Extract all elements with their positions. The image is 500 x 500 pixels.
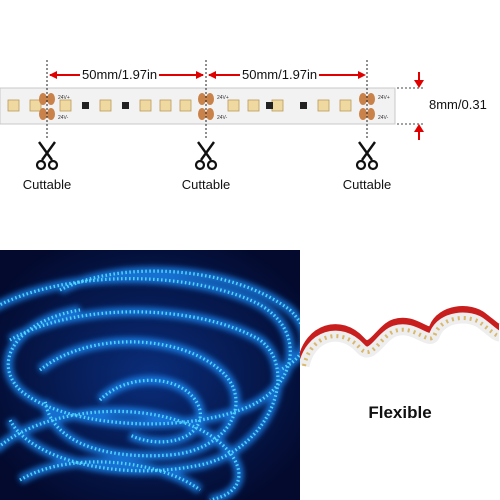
led-coil-strip xyxy=(0,409,241,500)
segment-length-left: 50mm/1.97in xyxy=(80,67,160,82)
scissors-icon xyxy=(194,141,218,171)
resistor xyxy=(266,102,273,109)
led-chip xyxy=(247,99,260,112)
blue-led-coil-image xyxy=(0,250,300,500)
led-chip xyxy=(227,99,240,112)
led-chip xyxy=(59,99,72,112)
pad-label-positive: 24V+ xyxy=(58,95,70,101)
pad-label-positive: 24V+ xyxy=(217,95,229,101)
resistor xyxy=(122,102,129,109)
resistor xyxy=(82,102,89,109)
led-chip xyxy=(7,99,20,112)
copper-pad xyxy=(367,108,375,120)
copper-pad xyxy=(359,93,367,105)
led-coil-strip xyxy=(39,340,238,458)
led-coil-glow xyxy=(57,266,300,375)
led-chip xyxy=(29,99,42,112)
pad-label-negative: 24V- xyxy=(378,115,389,121)
led-coil-strip xyxy=(98,378,202,444)
led-coil-glow xyxy=(0,274,295,429)
pad-label-negative: 24V- xyxy=(58,115,69,121)
led-chip xyxy=(139,99,152,112)
pad-label-positive: 24V+ xyxy=(378,95,390,101)
flexible-panel: Flexible xyxy=(300,250,500,500)
pad-label-negative: 24V- xyxy=(217,115,228,121)
width-dimension xyxy=(397,72,425,140)
cuttable-label-3: Cuttable xyxy=(342,177,392,192)
led-chip xyxy=(317,99,330,112)
led-chip xyxy=(271,99,284,112)
resistor xyxy=(300,102,307,109)
copper-pad xyxy=(39,93,47,105)
copper-pad xyxy=(206,108,214,120)
copper-pad xyxy=(198,108,206,120)
copper-pad xyxy=(359,108,367,120)
scissors-icon xyxy=(35,141,59,171)
copper-pad xyxy=(47,93,55,105)
flexible-strip-image xyxy=(300,306,500,368)
strip-leds xyxy=(302,316,500,367)
copper-pad xyxy=(47,108,55,120)
copper-pad xyxy=(367,93,375,105)
copper-pad xyxy=(39,108,47,120)
led-chip xyxy=(99,99,112,112)
strip-width: 8mm/0.31 xyxy=(429,97,487,112)
led-coil-strip xyxy=(19,460,201,492)
blue-led-photo xyxy=(0,250,300,500)
led-coil-strip xyxy=(8,310,280,473)
strip-diagram-panel: 24V+ 24V- 24V+ 24V- 24V+ 24V- 50mm/1.97in 50m… xyxy=(0,60,487,192)
copper-pad xyxy=(198,93,206,105)
led-chip xyxy=(339,99,352,112)
cuttable-label-1: Cuttable xyxy=(22,177,72,192)
strip-diagram-svg: 24V+ 24V- 24V+ 24V- 24V+ 24V- xyxy=(0,60,425,140)
strip-components: 24V+ 24V- 24V+ 24V- 24V+ 24V- xyxy=(7,93,390,121)
segment-length-right: 50mm/1.97in xyxy=(240,67,320,82)
led-chip xyxy=(179,99,192,112)
cuttable-label-2: Cuttable xyxy=(181,177,231,192)
scissors-icon xyxy=(355,141,379,171)
led-chip xyxy=(159,99,172,112)
copper-pad xyxy=(206,93,214,105)
flexible-label: Flexible xyxy=(368,403,432,422)
